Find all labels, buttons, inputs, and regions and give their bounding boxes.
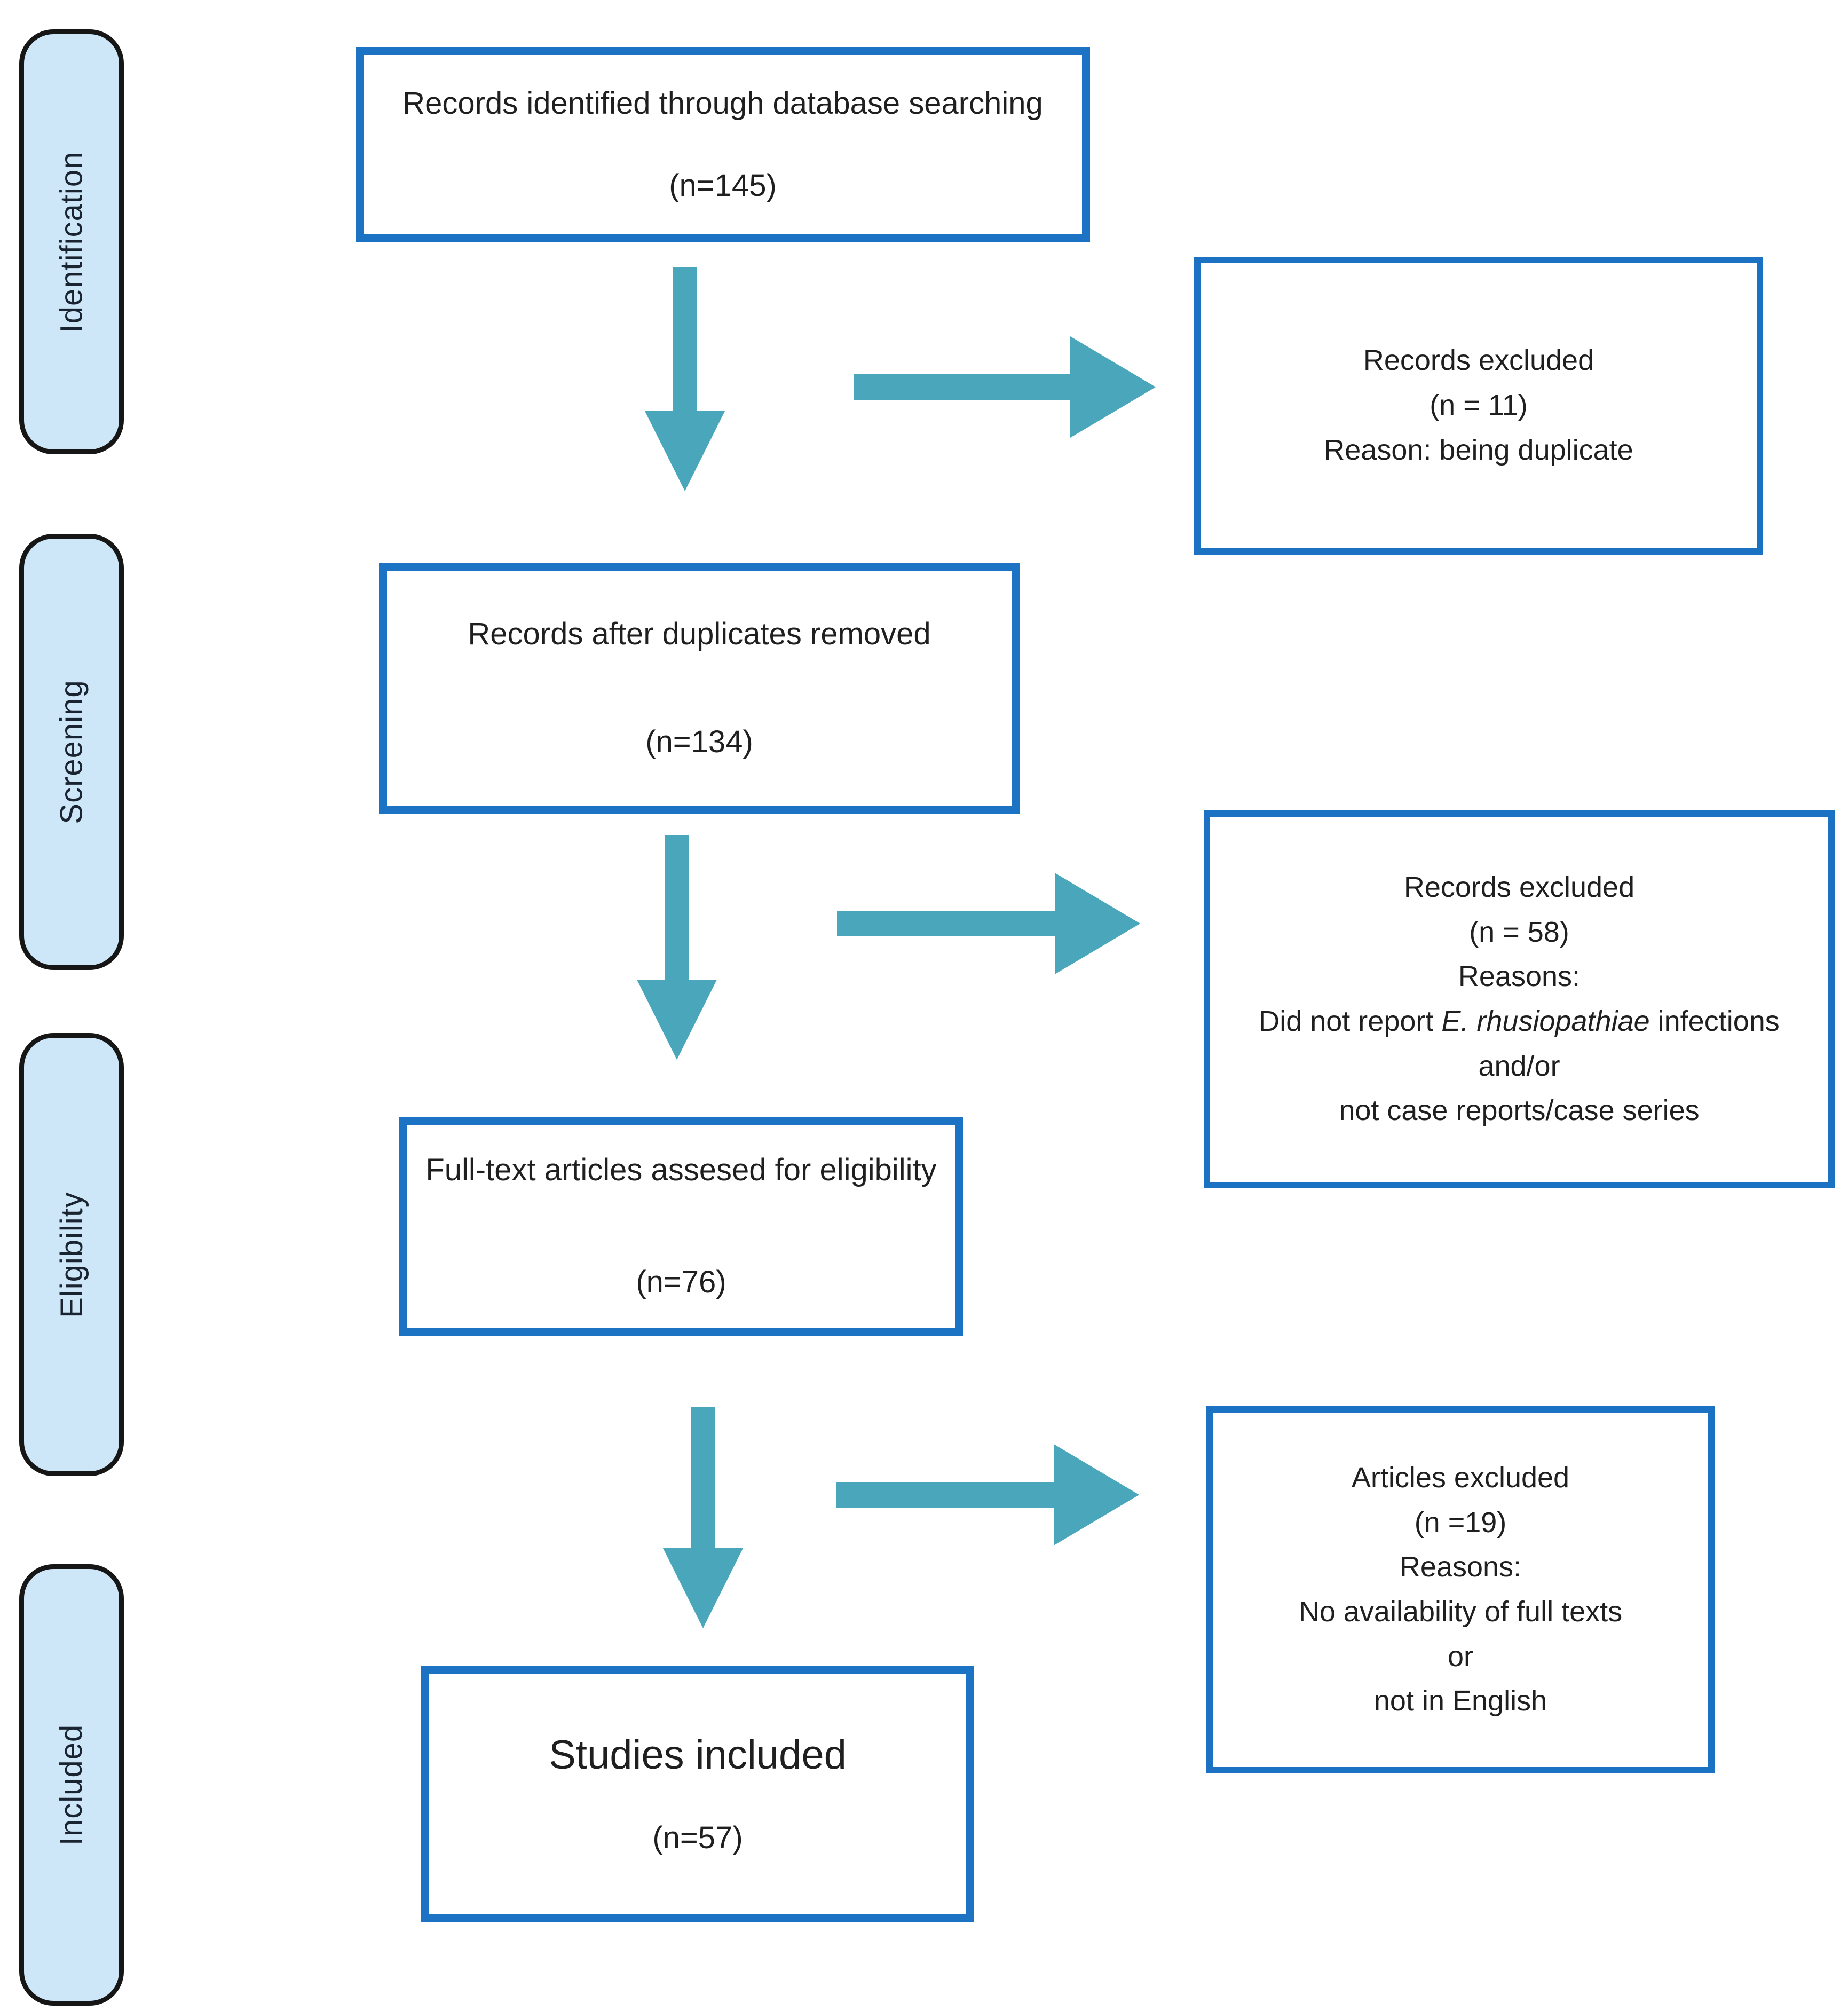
arrow-shaft	[691, 1407, 715, 1553]
exclusion3-line4: No availability of full texts	[1298, 1596, 1623, 1628]
arrow-shaft	[854, 374, 1081, 400]
arrow-head	[1055, 873, 1140, 974]
exclusion2-line3: Reasons:	[1458, 960, 1581, 993]
stage-identification-label: Identification	[54, 151, 89, 333]
exclusion2-line4-species: E. rhusiopathiae	[1441, 1005, 1650, 1037]
exclusion3-line5: or	[1447, 1640, 1473, 1673]
arrow-head	[637, 980, 717, 1060]
exclusion3-line3: Reasons:	[1399, 1551, 1522, 1583]
arrow-head	[645, 411, 725, 491]
exclusion2-line4-prefix: Did not report	[1259, 1005, 1442, 1037]
exclusion2-line1: Records excluded	[1403, 871, 1635, 903]
stage-identification: Identification	[19, 29, 124, 454]
fulltext-assessed-title: Full-text articles assesed for eligibili…	[425, 1152, 937, 1187]
arrow-head	[663, 1548, 743, 1628]
fulltext-assessed-count: (n=76)	[636, 1265, 726, 1299]
exclusion2-line4-suffix: infections	[1649, 1005, 1780, 1037]
studies-included-title: Studies included	[549, 1732, 847, 1778]
stage-included: Included	[19, 1564, 124, 2006]
records-excluded-duplicates-box: Records excluded (n = 11) Reason: being …	[1194, 257, 1763, 555]
records-after-duplicates-box: Records after duplicates removed (n=134)	[379, 563, 1020, 814]
articles-excluded-box: Articles excluded (n =19) Reasons: No av…	[1206, 1406, 1715, 1773]
exclusion2-line5: and/or	[1478, 1050, 1560, 1082]
exclusion1-line3: Reason: being duplicate	[1324, 433, 1633, 466]
records-excluded-screening-box: Records excluded (n = 58) Reasons: Did n…	[1204, 810, 1835, 1188]
exclusion2-line2: (n = 58)	[1469, 916, 1569, 948]
stage-eligibility-label: Eligibility	[54, 1191, 89, 1318]
arrow-shaft	[665, 835, 689, 985]
arrow-shaft	[673, 267, 697, 416]
right-arrow-excluded-articles-icon	[836, 1444, 1139, 1545]
down-arrow-identification-icon	[645, 267, 725, 491]
stage-screening: Screening	[19, 534, 124, 970]
records-after-duplicates-title: Records after duplicates removed	[468, 616, 931, 651]
arrow-head	[1070, 336, 1156, 438]
records-identified-count: (n=145)	[669, 168, 777, 203]
arrow-shaft	[837, 911, 1065, 936]
exclusion3-line6: not in English	[1373, 1685, 1547, 1717]
down-arrow-screening-icon	[637, 835, 717, 1060]
right-arrow-excluded-duplicates-icon	[854, 336, 1156, 438]
exclusion2-line4: Did not report E. rhusiopathiae infectio…	[1259, 999, 1780, 1044]
arrow-shaft	[836, 1482, 1064, 1508]
stage-eligibility: Eligibility	[19, 1033, 124, 1476]
down-arrow-eligibility-icon	[663, 1407, 743, 1628]
records-identified-box: Records identified through database sear…	[356, 47, 1090, 242]
exclusion1-line1: Records excluded	[1363, 344, 1594, 377]
records-identified-title: Records identified through database sear…	[402, 85, 1043, 121]
studies-included-count: (n=57)	[652, 1820, 743, 1856]
stage-screening-label: Screening	[54, 680, 89, 824]
exclusion3-line1: Articles excluded	[1351, 1461, 1570, 1494]
stage-included-label: Included	[54, 1724, 89, 1846]
records-after-duplicates-count: (n=134)	[645, 724, 753, 759]
studies-included-box: Studies included (n=57)	[421, 1666, 974, 1922]
exclusion1-line2: (n = 11)	[1430, 389, 1528, 422]
right-arrow-excluded-screening-icon	[837, 873, 1140, 974]
arrow-head	[1054, 1444, 1139, 1545]
exclusion3-line2: (n =19)	[1414, 1506, 1507, 1539]
exclusion2-line6: not case reports/case series	[1339, 1094, 1700, 1127]
fulltext-assessed-box: Full-text articles assesed for eligibili…	[399, 1117, 963, 1336]
